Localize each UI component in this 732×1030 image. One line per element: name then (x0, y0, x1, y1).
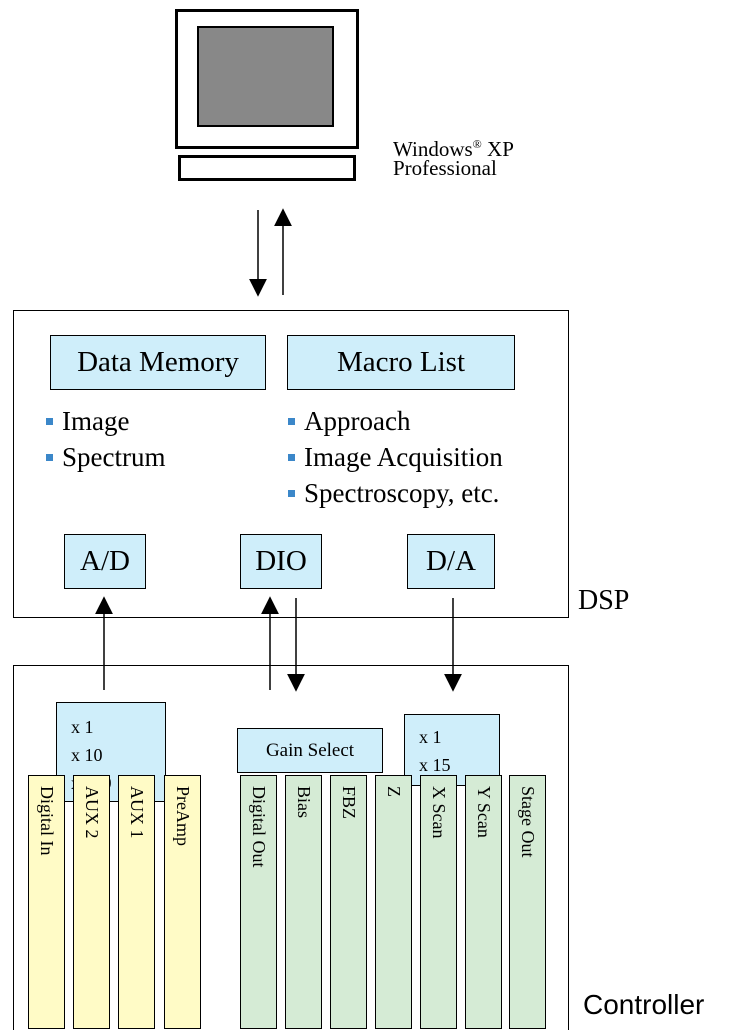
da-converter: D/A (407, 534, 495, 589)
os-label-line2: Professional (393, 156, 497, 180)
output-channel-fbz: FBZ (330, 775, 367, 1029)
output-gain-box: x 1 x 15 (404, 714, 500, 786)
macro-item: Approach (288, 403, 410, 439)
dsp-label: DSP (578, 585, 630, 616)
output-channel-stage-out: Stage Out (509, 775, 546, 1029)
output-channel-bias: Bias (285, 775, 322, 1029)
macro-list-box: Macro List (287, 335, 515, 390)
macro-item: Image Acquisition (288, 439, 503, 475)
output-channel-x-scan: X Scan (420, 775, 457, 1029)
input-channel-digital-in: Digital In (28, 775, 65, 1029)
keyboard (178, 155, 356, 181)
input-channel-aux1: AUX 1 (118, 775, 155, 1029)
monitor (175, 9, 359, 149)
output-channel-z: Z (375, 775, 412, 1029)
memory-item: Image (46, 403, 129, 439)
data-memory-box: Data Memory (50, 335, 266, 390)
memory-item: Spectrum (46, 439, 165, 475)
monitor-screen (197, 26, 334, 127)
output-gain-option: x 15 (419, 755, 451, 775)
controller-block (13, 665, 569, 1030)
ad-converter: A/D (64, 534, 146, 589)
macro-item: Spectroscopy, etc. (288, 475, 499, 511)
dio-port: DIO (240, 534, 322, 589)
output-channel-y-scan: Y Scan (465, 775, 502, 1029)
input-gain-option: x 10 (71, 745, 103, 765)
controller-label: Controller (583, 989, 705, 1020)
input-gain-option: x 1 (71, 717, 94, 737)
output-channel-digital-out: Digital Out (240, 775, 277, 1029)
input-channel-aux2: AUX 2 (73, 775, 110, 1029)
dsp-block (13, 310, 569, 618)
input-channel-preamp: PreAmp (164, 775, 201, 1029)
os-label-line1: Windows® XP (393, 137, 514, 161)
output-gain-option: x 1 (419, 727, 442, 747)
gain-select-box: Gain Select (237, 728, 383, 773)
